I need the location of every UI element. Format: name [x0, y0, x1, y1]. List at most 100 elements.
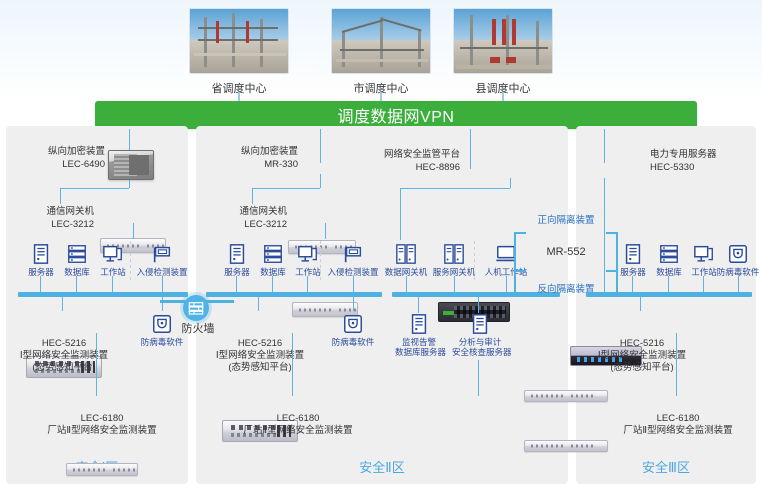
- zone1-icon-workstation[interactable]: 工作站: [90, 243, 136, 277]
- zone2-antivirus-label: 防病毒软件: [331, 337, 375, 347]
- zone2-right-drop-2: [454, 276, 455, 294]
- zone3-icon-antivirus-label: 防病毒软件: [716, 267, 760, 277]
- city-dispatch-center: 市调度中心: [331, 8, 431, 96]
- audit-server-drop: [478, 297, 479, 313]
- drop-line-enc2: [320, 129, 321, 163]
- county-dispatch-center-label: 县调度中心: [475, 83, 531, 95]
- zone1-icon-server-label: 服务器: [28, 267, 54, 277]
- feeder-line-city: [380, 92, 382, 102]
- isolation-top-tie-right: [606, 232, 618, 234]
- gw2-model: LEC-3212: [244, 219, 287, 230]
- isolation-top-tie-left: [514, 232, 526, 234]
- zone2-icon-drop-2: [272, 276, 273, 294]
- isolation-right-riser: [616, 232, 618, 294]
- zone2-bus-right: [392, 292, 560, 297]
- zone1-icon-drop-3: [112, 276, 113, 294]
- zone1-icon-database-label: 数据库: [64, 267, 90, 277]
- zone2-icon-workstation[interactable]: 工作站: [285, 243, 331, 277]
- zone2-right-drop-3: [506, 276, 507, 294]
- gw1-label: 通信网关机 LEC-3212: [22, 205, 94, 231]
- monitor-alarm-server[interactable]: 监视告警 数据库服务器: [395, 313, 446, 357]
- county-dispatch-center: 县调度中心: [453, 8, 553, 96]
- audit-check-server[interactable]: 分析与审计 安全核查服务器: [452, 313, 512, 357]
- platform-model: HEC-8896: [415, 162, 460, 173]
- zone3-icon-workstation-label: 工作站: [691, 267, 717, 277]
- power-server-label: 电力专用服务器 HEC-5330: [650, 148, 746, 174]
- lec6180-zone3-model: LEC-6180: [656, 413, 700, 424]
- vpn-banner-title: 调度数据网VPN: [337, 109, 455, 126]
- zone2-bus-left: [206, 292, 382, 297]
- firewall-icon: [188, 302, 204, 315]
- enc2-title: 纵向加密装置: [240, 146, 298, 157]
- server-icon: [625, 244, 641, 264]
- enc1-title: 纵向加密装置: [47, 146, 105, 157]
- zone3-icon-database[interactable]: 数据库: [646, 243, 692, 277]
- zone1-icon-server[interactable]: 服务器: [18, 243, 64, 277]
- lec6180-zone1-line1: 厂站Ⅱ型网络安全监测装置: [47, 425, 157, 436]
- hec5216-zone1-line2: (态势感知平台): [32, 362, 96, 373]
- vpn-banner: 调度数据网VPN: [95, 101, 697, 129]
- zone3-icon-antivirus[interactable]: 防病毒软件: [714, 243, 762, 277]
- enc2-to-gateway: [252, 188, 253, 204]
- hec5216-zone3-line1: Ⅰ型网络安全监测装置: [597, 350, 687, 361]
- zone1-antivirus-label: 防病毒软件: [140, 337, 184, 347]
- zone1-icon-database[interactable]: 数据库: [54, 243, 100, 277]
- database-icon: [264, 245, 282, 263]
- workstation-icon: [103, 245, 122, 262]
- zone1-lec6180-drop: [96, 333, 97, 396]
- zone2-icon-data-gateway[interactable]: 数据网关机: [382, 243, 430, 277]
- zone2-antivirus[interactable]: 防病毒软件: [330, 313, 376, 347]
- zone1-icon-drop-1: [40, 276, 41, 294]
- enc1-label: 纵向加密装置 LEC-6490: [20, 145, 105, 171]
- zone1-icon-intrusion-detection[interactable]: 入侵检测装置: [134, 243, 190, 277]
- antivirus-icon: [153, 315, 171, 333]
- zone-panel-security-1: 安全Ⅰ区: [6, 126, 188, 484]
- province-dispatch-center-label: 省调度中心: [211, 83, 267, 95]
- drop-line-power-server: [604, 129, 605, 163]
- zone3-icon-drop-4: [738, 276, 739, 294]
- zone2-icon-drop-3: [307, 276, 308, 294]
- hec5216-zone3-model: HEC-5216: [619, 338, 665, 349]
- power-server-hec5330: [570, 346, 642, 366]
- zone3-icon-server-label: 服务器: [620, 267, 646, 277]
- zone2-icon-intrusion-detection[interactable]: 入侵检测装置: [325, 243, 381, 277]
- zone1-icon-workstation-label: 工作站: [100, 267, 126, 277]
- gw1-model: LEC-3212: [51, 219, 94, 230]
- intrusion-detection-icon: [344, 246, 362, 263]
- zone2-hec5216-drop: [258, 297, 259, 311]
- zone1-icon-separator: [130, 241, 131, 281]
- gw2-title: 通信网关机: [239, 206, 287, 217]
- enc1-down-line: [129, 180, 130, 188]
- zone2-icon-separator: [320, 241, 321, 281]
- hec5216-zone2-model: HEC-5216: [237, 338, 283, 349]
- platform-title: 网络安全监管平台: [383, 149, 460, 160]
- zone2-right-drop-1: [406, 276, 407, 294]
- zone2-icon-database[interactable]: 数据库: [250, 243, 296, 277]
- reverse-isolation-device: [524, 440, 608, 452]
- zone2-right-lec6180-drop: [478, 360, 479, 396]
- zone2-icon-service-gateway[interactable]: 服务网关机: [430, 243, 478, 277]
- audit-check-server-label-2: 安全核查服务器: [452, 347, 512, 357]
- isolation-model-label: MR-552: [526, 246, 606, 258]
- zone1-icon-intrusion-detection-label: 入侵检测装置: [136, 267, 188, 277]
- zone2-icon-server[interactable]: 服务器: [214, 243, 260, 277]
- drop-line-platform: [470, 129, 471, 169]
- isolation-bot-tie-right: [606, 270, 618, 272]
- lec6180-zone2-model: LEC-6180: [276, 413, 320, 424]
- monitor-alarm-drop: [418, 297, 419, 313]
- firewall-link-left: [160, 300, 194, 303]
- antivirus-icon: [729, 245, 747, 263]
- zone1-antivirus[interactable]: 防病毒软件: [139, 313, 185, 347]
- zone2-icon-hmi-workstation[interactable]: 人机工作站: [480, 243, 532, 277]
- platform-left-down: [400, 188, 401, 240]
- antivirus-icon: [344, 315, 362, 333]
- zone2-icon-intrusion-detection-label: 入侵检测装置: [327, 267, 379, 277]
- service-gateway-icon: [444, 244, 464, 264]
- lec6180-zone1: [66, 463, 138, 476]
- zone3-icon-server[interactable]: 服务器: [610, 243, 656, 277]
- firewall-node[interactable]: [183, 295, 209, 321]
- zone3-icon-workstation[interactable]: 工作站: [681, 243, 727, 277]
- hec5216-zone1-label: HEC-5216 Ⅰ型网络安全监测装置 (态势感知平台): [14, 338, 114, 374]
- enc1-to-gateway: [60, 188, 61, 204]
- zone1-bus: [18, 292, 188, 297]
